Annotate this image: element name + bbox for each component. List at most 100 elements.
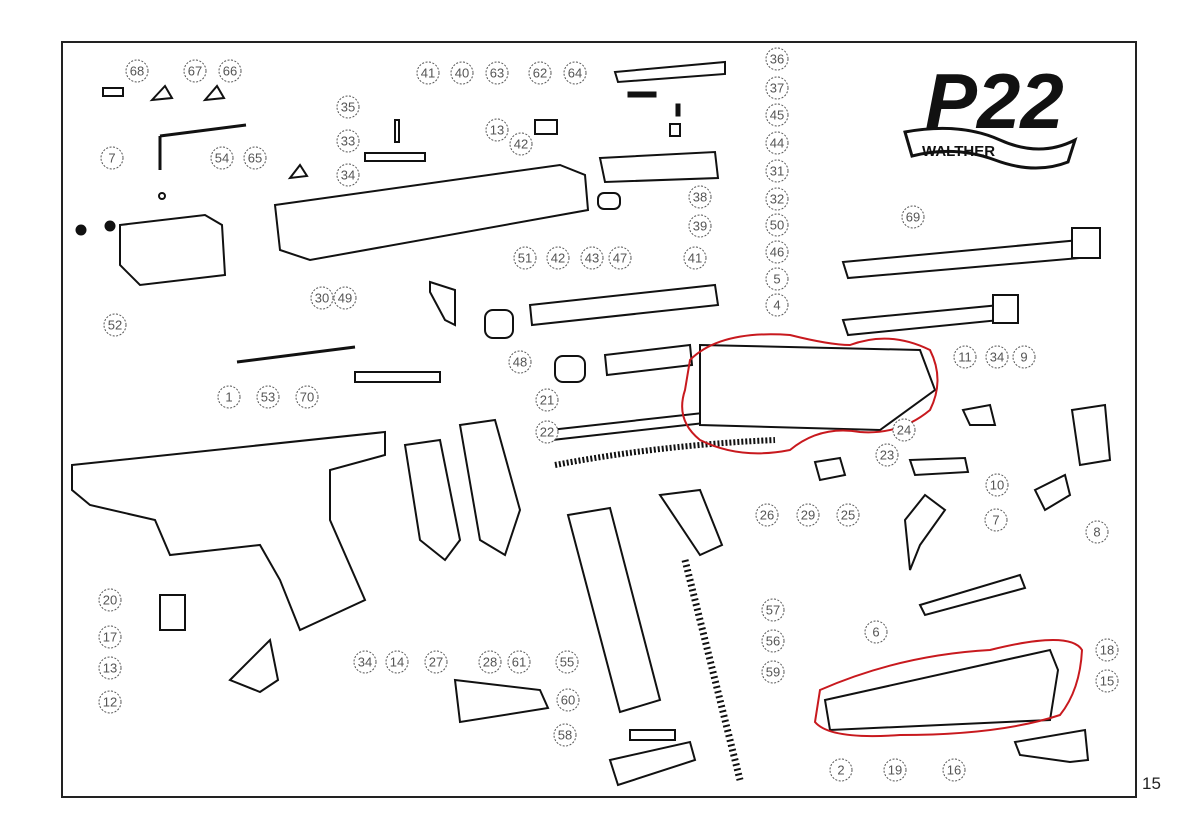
callout-circle (310, 286, 334, 310)
callout-number: 48 (513, 355, 527, 370)
part-1-frame (71, 430, 386, 632)
part-50-muzzle (1071, 227, 1101, 259)
callout-number: 29 (801, 508, 815, 523)
callout-circle (761, 598, 785, 622)
logo-banner (903, 126, 1078, 170)
callout-circle (555, 650, 579, 674)
callout-41: 41 (416, 61, 440, 85)
callout-62: 62 (528, 61, 552, 85)
callout-17: 17 (98, 625, 122, 649)
callout-circle (1095, 638, 1119, 662)
part-55-magazine (566, 506, 662, 714)
part-trigger-bar (918, 573, 1027, 617)
callout-circle (100, 146, 124, 170)
callout-31: 31 (765, 159, 789, 183)
callout-25: 25 (836, 503, 860, 527)
callout-number: 46 (770, 245, 784, 260)
part-7 (158, 192, 166, 200)
part-11 (961, 403, 997, 426)
part-51 (528, 283, 720, 327)
callout-number: 50 (770, 218, 784, 233)
callout-54: 54 (210, 146, 234, 170)
callout-69: 69 (901, 205, 925, 229)
part-nut (75, 224, 87, 236)
callout-number: 24 (897, 423, 911, 438)
page-number: 15 (1142, 774, 1161, 793)
callout-number: 16 (947, 763, 961, 778)
part-46-barrel (841, 303, 1001, 337)
callout-circle (295, 385, 319, 409)
callout-70: 70 (295, 385, 319, 409)
callout-45: 45 (765, 103, 789, 127)
callout-42: 42 (509, 132, 533, 156)
callout-circle (765, 187, 789, 211)
callout-number: 34 (358, 655, 372, 670)
parts (71, 60, 1112, 787)
callout-63: 63 (485, 61, 509, 85)
callout-number: 51 (518, 251, 532, 266)
callout-number: 67 (188, 64, 202, 79)
callout-circle (942, 758, 966, 782)
callout-circle (688, 185, 712, 209)
callout-1: 1 (217, 385, 241, 409)
callout-10: 10 (985, 473, 1009, 497)
callout-circle (608, 246, 632, 270)
callout-35: 35 (336, 95, 360, 119)
callout-circle (210, 146, 234, 170)
callout-circle (765, 213, 789, 237)
callout-46: 46 (765, 240, 789, 264)
callout-28: 28 (478, 650, 502, 674)
callout-circle (761, 629, 785, 653)
callout-19: 19 (883, 758, 907, 782)
callout-circle (535, 388, 559, 412)
callout-number: 41 (688, 251, 702, 266)
callout-number: 33 (341, 134, 355, 149)
callout-26: 26 (755, 503, 779, 527)
callout-number: 7 (992, 513, 999, 528)
callout-37: 37 (765, 76, 789, 100)
part-50-barrel (841, 238, 1081, 280)
callout-number: 37 (770, 81, 784, 96)
callout-circle (901, 205, 925, 229)
part-70 (354, 371, 441, 383)
callout-number: 62 (533, 66, 547, 81)
callout-circle (218, 59, 242, 83)
part-hammer (1070, 403, 1112, 467)
callout-number: 47 (613, 251, 627, 266)
callout-49: 49 (333, 286, 357, 310)
callout-number: 69 (906, 210, 920, 225)
part-37 (627, 91, 657, 98)
callout-57: 57 (761, 598, 785, 622)
callout-number: 6 (872, 625, 879, 640)
callout-21: 21 (535, 388, 559, 412)
callout-13: 13 (485, 118, 509, 142)
callout-number: 61 (512, 655, 526, 670)
callout-number: 13 (490, 123, 504, 138)
callout-number: 8 (1093, 525, 1100, 540)
part-31-breech (598, 150, 720, 184)
callout-number: 42 (514, 137, 528, 152)
callout-44: 44 (765, 131, 789, 155)
callout-circle (485, 118, 509, 142)
part-23 (908, 456, 970, 477)
callout-68: 68 (125, 59, 149, 83)
callout-number: 56 (766, 634, 780, 649)
highlight-lower-chassis (813, 639, 1084, 738)
callout-34: 34 (985, 345, 1009, 369)
callout-number: 9 (1020, 350, 1027, 365)
callout-circle (580, 246, 604, 270)
part-66 (202, 84, 226, 102)
part-28-grip (458, 418, 522, 557)
callout-number: 60 (561, 693, 575, 708)
callout-circle (98, 690, 122, 714)
callout-circle (755, 503, 779, 527)
part-38 (597, 192, 621, 210)
callout-16: 16 (942, 758, 966, 782)
callout-circle (528, 61, 552, 85)
callout-circle (183, 59, 207, 83)
callout-22: 22 (535, 420, 559, 444)
callout-number: 64 (568, 66, 582, 81)
callout-32: 32 (765, 187, 789, 211)
part-49 (429, 280, 456, 327)
